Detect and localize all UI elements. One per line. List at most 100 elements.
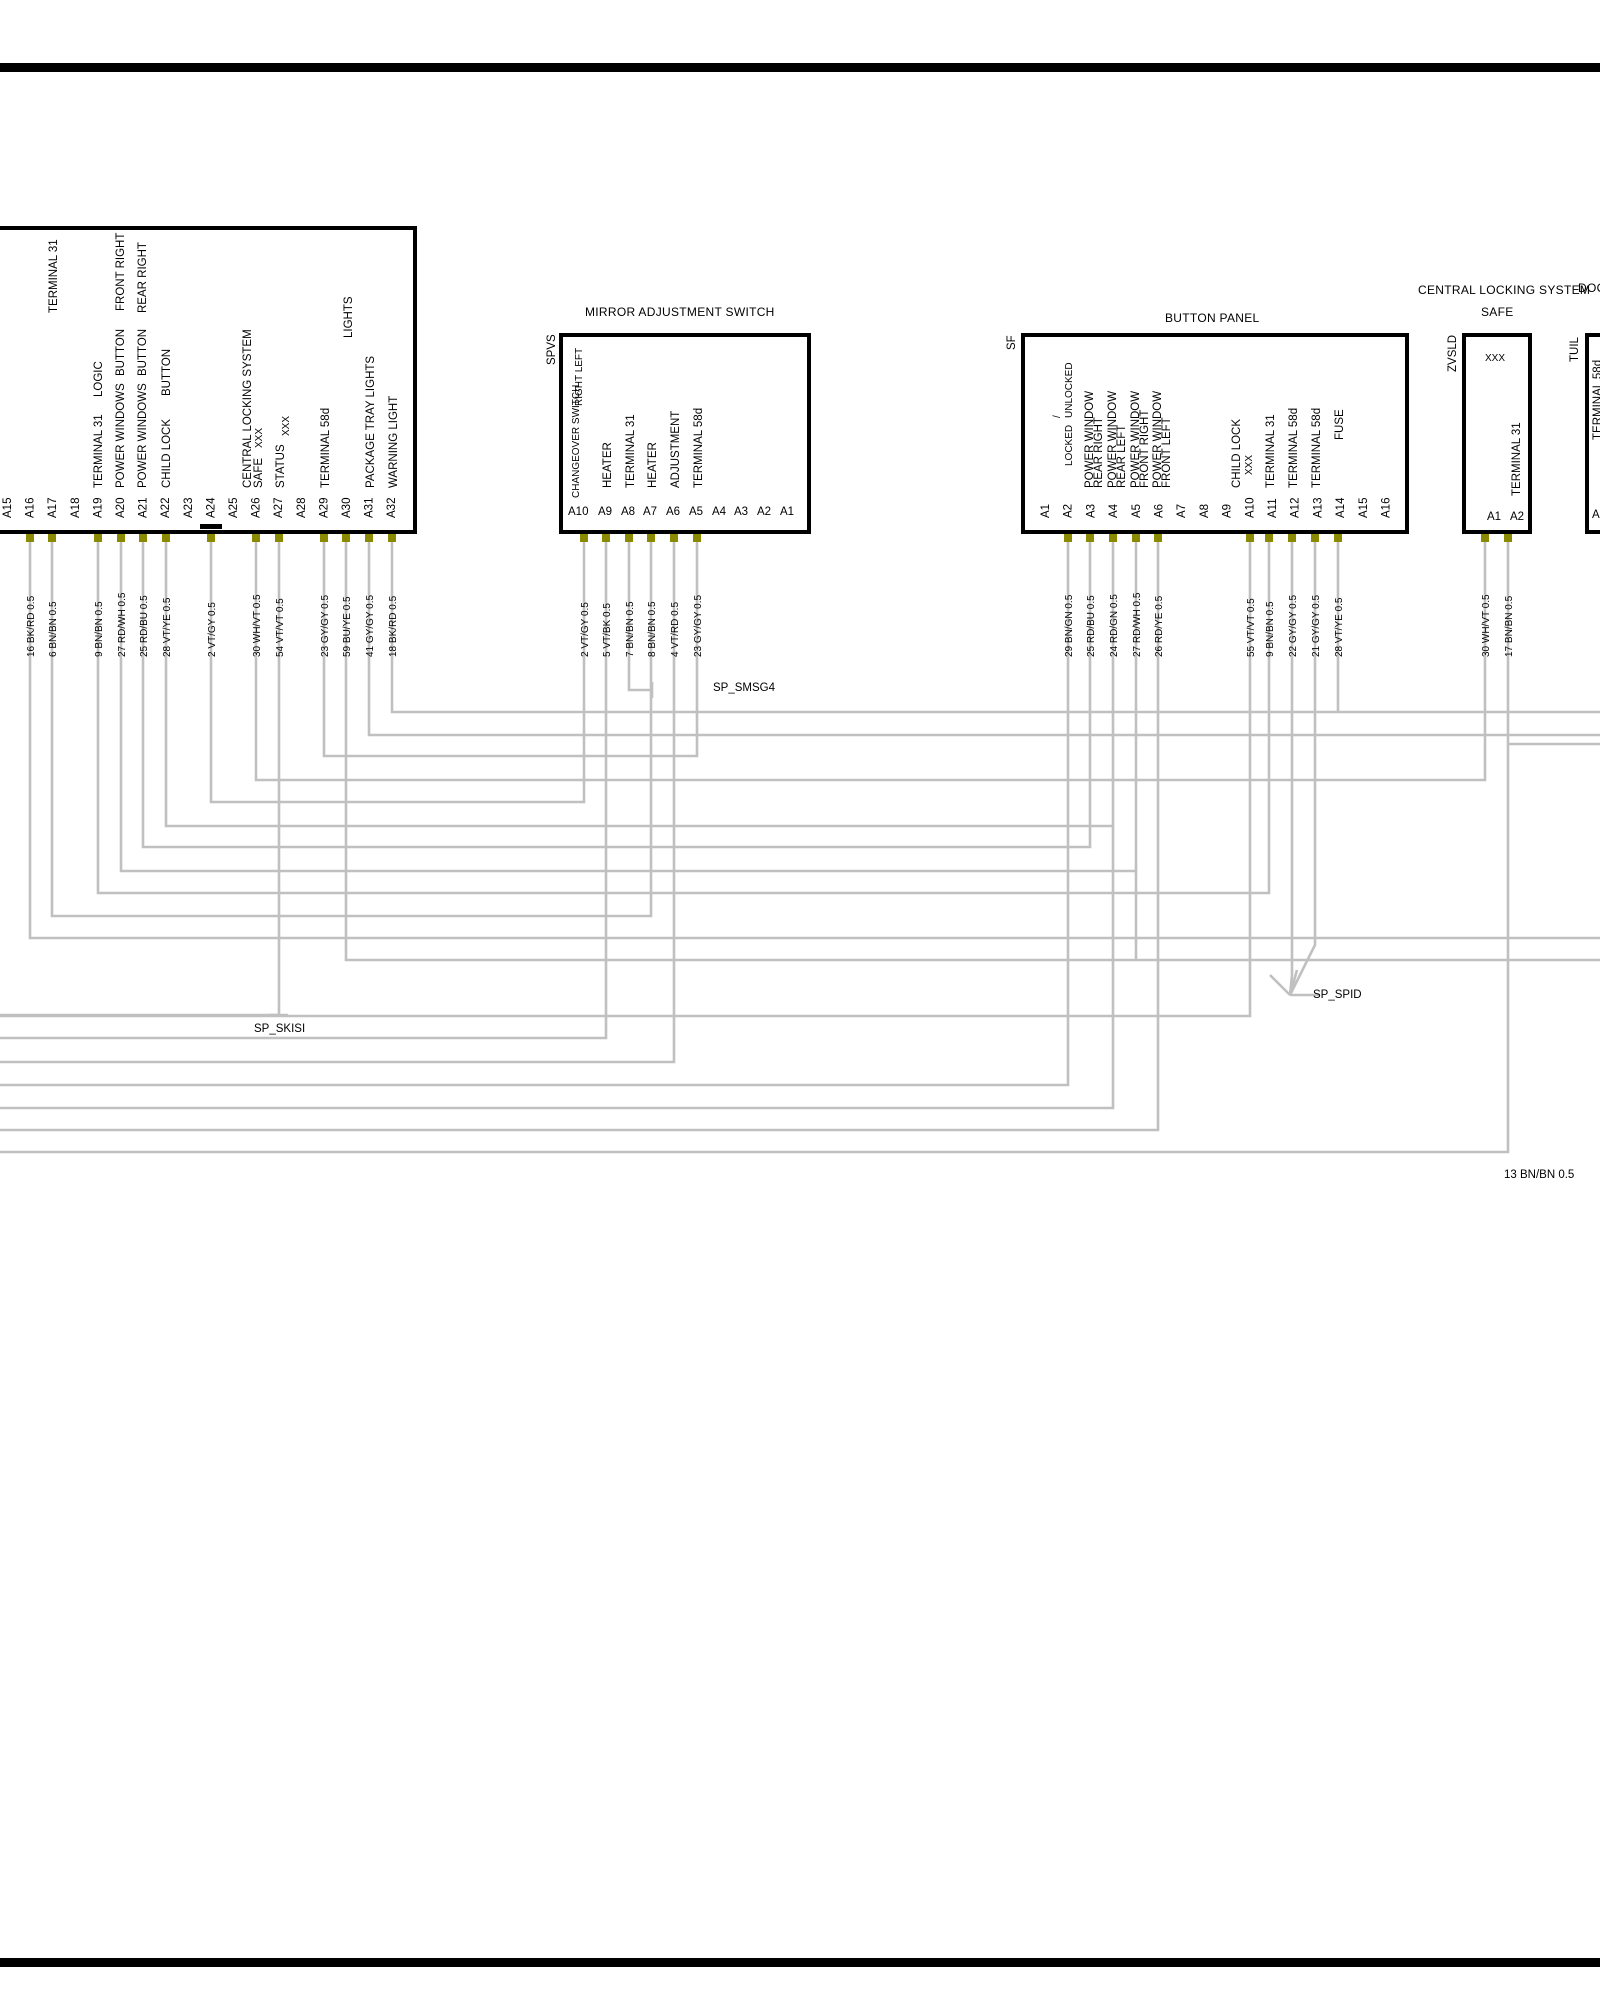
wires [0, 535, 1600, 1154]
cu-func: FRONT RIGHT [115, 233, 127, 311]
cu-func: LOGIC [93, 361, 105, 397]
wire-mirror-a9 [0, 535, 608, 1040]
ms-func: TERMINAL 31 [625, 414, 637, 488]
pin-label: A27 [273, 498, 285, 518]
cu-func: REAR RIGHT [137, 242, 149, 313]
wire-a20 [119, 535, 1138, 873]
pin-terminal [365, 534, 373, 542]
wire-label: 22 GY/GY 0.5 [1288, 594, 1299, 657]
door-pin: A [1592, 509, 1600, 521]
bp-func: TERMINAL 58d [1288, 408, 1300, 488]
wire-label: 29 BN/GN 0.5 [1064, 594, 1075, 657]
wire-a19 [96, 535, 1271, 895]
pin-terminal [139, 534, 147, 542]
pin-label: A4 [1108, 503, 1120, 518]
pin-label: A32 [386, 498, 398, 518]
pin-terminal [320, 534, 328, 542]
pin-terminal [1154, 534, 1162, 542]
wire-label: 16 BK/RD 0.5 [26, 595, 37, 657]
wire-label: 2 VT/GY 0.5 [580, 602, 591, 657]
wire-label: 9 BN/BN 0.5 [1265, 601, 1276, 657]
bp-func: FUSE [1334, 409, 1346, 440]
pin-label: A11 [1267, 498, 1279, 518]
wire-label: 4 VT/RD 0.5 [670, 602, 681, 657]
bottom-border [0, 1958, 1600, 1967]
cu-func: TERMINAL 58d [320, 408, 332, 488]
pin-label: A1 [780, 506, 794, 518]
pin-label: A6 [666, 506, 680, 518]
pin-label: A17 [47, 498, 59, 518]
cu-func: TERMINAL 31 [93, 414, 105, 488]
pin-label: A23 [183, 498, 195, 518]
wire-a26 [254, 535, 1487, 782]
splice-label-smsg4: SP_SMSG4 [713, 682, 776, 694]
pin-label: A10 [568, 506, 588, 518]
ms-func: HEATER [647, 442, 659, 488]
button-panel-title: BUTTON PANEL [1165, 311, 1260, 325]
cu-func: BUTTON [137, 329, 149, 376]
wire-a16 [50, 535, 653, 918]
pin-label: A21 [138, 498, 150, 518]
cl-func: TERMINAL 31 [1511, 422, 1523, 496]
button-panel-code: SF [1006, 335, 1018, 350]
wire-label: 9 BN/BN 0.5 [94, 601, 105, 657]
pin-label: A2 [1063, 504, 1075, 518]
pin-label: A1 [1040, 504, 1052, 518]
control-unit-functions: TERMINAL 31 FRONT RIGHT REAR RIGHT LOGIC… [48, 233, 400, 488]
wire-label: 26 RD/YE 0.5 [1154, 595, 1165, 657]
bp-func: / [1052, 415, 1063, 418]
wire-label: 24 RD/GN 0.5 [1109, 594, 1120, 657]
ms-func: CHANGEOVER SWITCH [571, 385, 582, 498]
wire-mirror-a6 [0, 535, 676, 1064]
wire-spid-a13 [1288, 535, 1317, 996]
button-panel-functions: LOCKED / UNLOCKED POWER WINDOW REAR RIGH… [1052, 362, 1346, 488]
bp-func: XXX [1244, 455, 1255, 475]
central-locking-title: CENTRAL LOCKING SYSTEM [1418, 283, 1590, 297]
wire-label: 23 GY/GY 0.5 [320, 594, 331, 657]
pin-terminal [342, 534, 350, 542]
pin-terminal [580, 534, 588, 542]
pin-terminal [1246, 534, 1254, 542]
wire-smsg4-a [627, 535, 652, 692]
pin-label: A4 [712, 506, 727, 518]
pin-label: A25 [228, 498, 240, 518]
cu-func: SAFE [253, 458, 265, 488]
wire-a22 [164, 535, 1115, 828]
mirror-switch-code: SPVS [546, 334, 558, 365]
pin-label: A5 [1131, 504, 1143, 518]
ms-func: TERMINAL 58d [693, 408, 705, 488]
wire-a30 [344, 535, 1600, 962]
wire-bp-a10 [0, 535, 1252, 1018]
ms-func: HEATER [602, 442, 614, 488]
pin-label: A3 [734, 506, 748, 518]
wire-label: 2 VT/GY 0.5 [207, 602, 218, 657]
wire-label: 59 BU/YE 0.5 [342, 596, 353, 657]
wire-label: 41 GY/GY 0.5 [365, 594, 376, 657]
central-locking-code: ZVSLD [1447, 335, 1459, 372]
central-locking-subtitle: SAFE [1481, 305, 1514, 319]
wire-a21 [141, 535, 1092, 849]
pin-terminal [670, 534, 678, 542]
pin-terminal [48, 534, 56, 542]
pin-label: A2 [757, 506, 771, 518]
wire-label: 25 RD/BU 0.5 [139, 595, 150, 657]
wire-a24 [209, 535, 586, 804]
wire-label: 23 GY/GY 0.5 [693, 594, 704, 657]
top-border [0, 63, 1600, 72]
pin-label: A28 [296, 498, 308, 518]
control-unit: TERMINAL 31 FRONT RIGHT REAR RIGHT LOGIC… [0, 226, 417, 657]
bp-func: LOCKED [1064, 425, 1075, 466]
pin-terminal [1086, 534, 1094, 542]
pin-label: A15 [2, 498, 14, 518]
cu-func: XXX [281, 416, 292, 436]
bp-func: TERMINAL 31 [1265, 414, 1277, 488]
wire-label: 25 RD/BU 0.5 [1086, 595, 1097, 657]
wire-a29 [322, 535, 699, 758]
